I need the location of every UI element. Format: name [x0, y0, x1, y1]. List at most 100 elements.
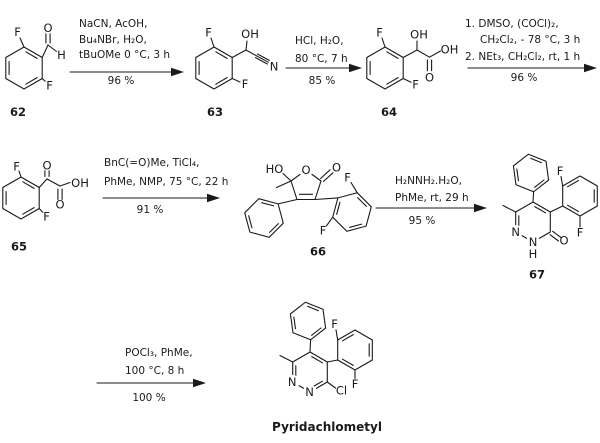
- bond: [402, 77, 412, 83]
- step-4-reagents-line-2: PhMe, NMP, 75 °C, 22 h: [104, 176, 228, 188]
- reaction-arrowhead-6: [193, 378, 206, 388]
- atom-label-backing: [299, 163, 313, 177]
- c66-fluorine-bottom-label: F: [320, 224, 327, 238]
- triple-bond: [256, 53, 270, 61]
- c64-fluorine-top-label: F: [376, 26, 383, 40]
- c66-difluorophenyl-ring: [332, 192, 372, 232]
- c63-benzene-ring: [195, 46, 233, 90]
- aromatic-double-bond: [336, 201, 341, 215]
- c65-benzene-ring: [2, 176, 40, 220]
- aromatic-double-bond: [386, 77, 399, 85]
- aromatic-double-bond: [307, 305, 320, 312]
- step-4-yield: 91 %: [137, 204, 164, 216]
- step-6-reagents-line-2: 100 °C, 8 h: [125, 365, 184, 377]
- bond: [38, 207, 44, 213]
- aromatic-double-bond: [516, 168, 520, 182]
- compound-65-number: 65: [11, 240, 27, 254]
- bond: [325, 216, 334, 227]
- bond: [38, 178, 48, 189]
- c65-fluorine-top-label: F: [13, 160, 20, 174]
- bond: [19, 37, 25, 48]
- c63-fluorine-bottom-label: F: [242, 77, 249, 91]
- bond: [231, 49, 247, 59]
- double-bond: [549, 234, 560, 242]
- aromatic-double-bond: [534, 179, 545, 188]
- triple-bond: [254, 57, 268, 65]
- atom-label-backing: [508, 225, 523, 239]
- aromatic-double-bond: [215, 51, 228, 59]
- bond: [59, 181, 71, 187]
- reaction-arrowhead-3: [584, 63, 597, 73]
- bond-skeleton: [2, 33, 598, 399]
- triple-bond: [255, 55, 269, 63]
- aromatic-double-bond: [269, 223, 279, 233]
- double-bond: [552, 230, 562, 239]
- reaction-arrowhead-4: [207, 193, 220, 203]
- c66-furanone-ring: [290, 169, 322, 201]
- step-1-reagents-line-1: NaCN, AcOH,: [79, 18, 147, 30]
- c66-ring-oxygen-label: O: [301, 163, 310, 177]
- aromatic-double-bond: [386, 51, 399, 59]
- aromatic-double-bond: [22, 207, 35, 215]
- step-3-reagents-line-2: CH₂Cl₂, - 78 °C, 3 h: [480, 34, 580, 46]
- bond: [41, 44, 49, 59]
- bond: [350, 181, 358, 194]
- c62-hydrogen-label: H: [57, 48, 66, 62]
- product-chlorine-label: Cl: [336, 384, 347, 398]
- c67-ring-nitrogen-1-label: N: [511, 225, 520, 239]
- c66-fluorine-top-label: F: [344, 171, 351, 185]
- bond: [549, 205, 564, 213]
- bond: [335, 329, 339, 341]
- c67-carbonyl-oxygen-label: O: [559, 234, 568, 248]
- bond: [326, 381, 337, 389]
- aromatic-double-bond: [311, 327, 322, 336]
- aromatic-double-bond: [534, 206, 547, 214]
- step-1-reagents-line-3: tBuOMe 0 °C, 3 h: [79, 49, 170, 61]
- c64-carbonyl-oxygen-label: O: [425, 71, 434, 85]
- compound-66-number: 66: [310, 245, 326, 259]
- step-1-yield: 96 %: [108, 75, 135, 87]
- compound-64-number: 64: [381, 105, 397, 119]
- bond: [210, 37, 215, 48]
- step-5-yield: 95 %: [409, 215, 436, 227]
- bond: [314, 197, 339, 201]
- c67-difluorophenyl-ring: [562, 175, 598, 217]
- bond: [326, 359, 339, 363]
- c67-fluorine-top-label: F: [557, 164, 564, 178]
- bond: [428, 50, 442, 58]
- c64-fluorine-bottom-label: F: [412, 78, 419, 92]
- bond: [245, 40, 248, 51]
- double-bond: [322, 172, 334, 183]
- c65-hydroxyl-label: OH: [71, 176, 89, 190]
- bond: [309, 339, 312, 353]
- aromatic-double-bond: [341, 358, 354, 366]
- aromatic-double-bond: [248, 215, 253, 229]
- bond: [279, 354, 294, 363]
- c64-hydroxyl-top-label: OH: [410, 28, 428, 42]
- bond: [502, 204, 517, 213]
- aromatic-double-bond: [22, 181, 35, 189]
- aromatic-double-bond: [357, 197, 367, 207]
- step-3-reagents-line-1: 1. DMSO, (COCl)₂,: [465, 18, 559, 30]
- step-2-reagents-line-1: HCl, H₂O,: [295, 35, 344, 47]
- bond: [560, 175, 564, 187]
- bond: [245, 49, 258, 57]
- reaction-arrowhead-1: [171, 67, 184, 77]
- bond: [231, 77, 241, 83]
- step-6-yield: 100 %: [132, 392, 165, 404]
- compound-63-number: 63: [207, 105, 223, 119]
- aromatic-double-bond: [311, 356, 324, 364]
- aromatic-double-bond: [25, 51, 38, 59]
- product-name-caption: Pyridachlometyl: [272, 420, 382, 434]
- atom-label-backing: [303, 385, 317, 399]
- c65-keto-oxygen-label: O: [42, 159, 51, 173]
- compound-67-number: 67: [529, 268, 545, 282]
- c65-fluorine-bottom-label: F: [43, 210, 50, 224]
- step-2-yield: 85 %: [309, 75, 336, 87]
- bond: [277, 198, 298, 205]
- double-bond: [320, 169, 331, 180]
- step-4-reagents-line-1: BnC(=O)Me, TiCl₄,: [104, 157, 199, 169]
- c64-benzene-ring: [366, 46, 404, 90]
